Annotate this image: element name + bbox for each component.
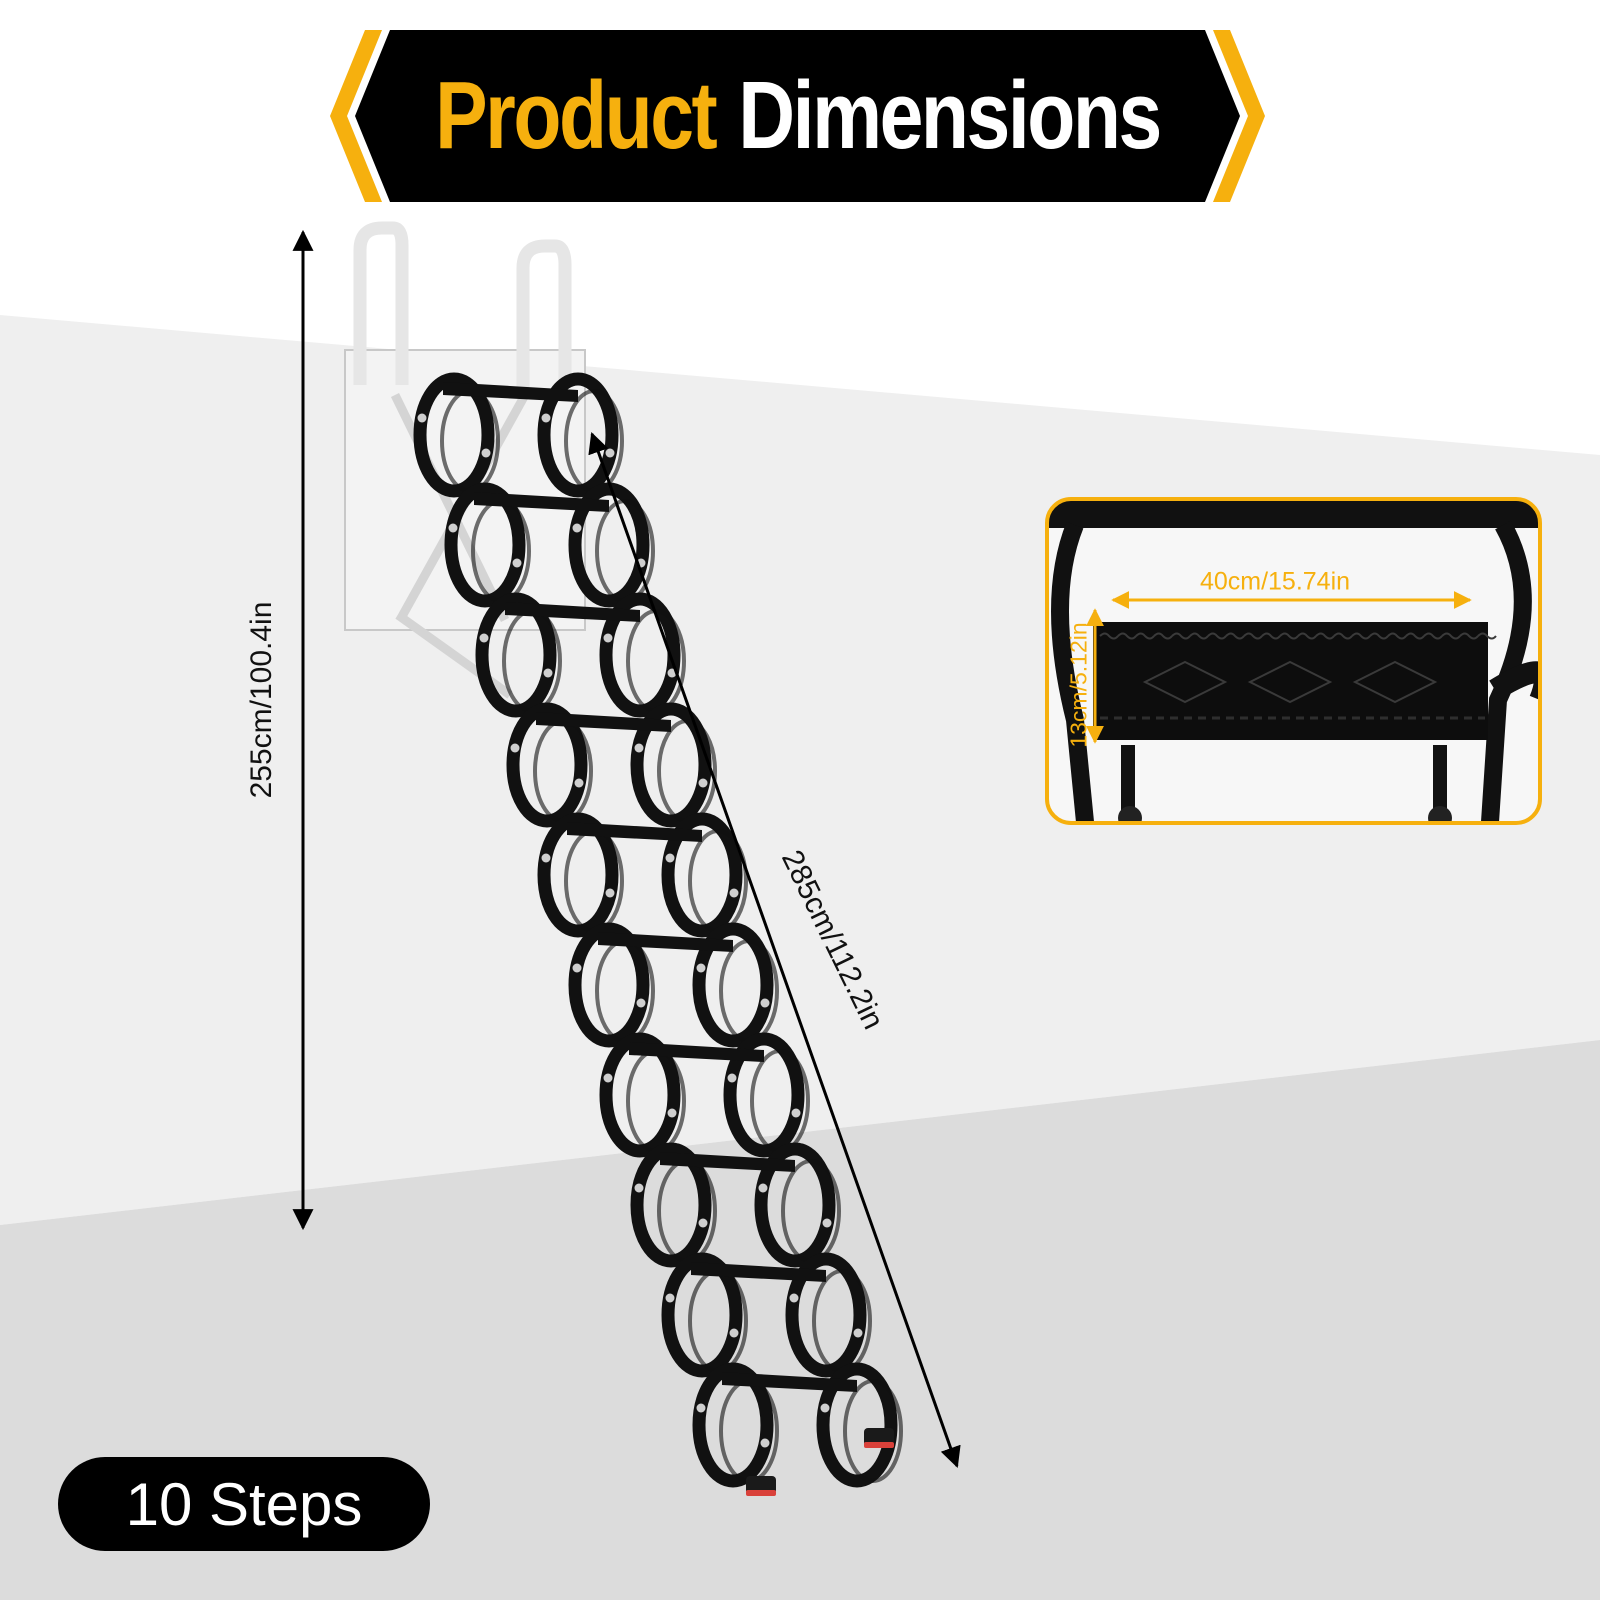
length-dimension-arrow — [588, 432, 961, 1468]
tread-wave — [1279, 632, 1299, 640]
rivet — [729, 1328, 739, 1338]
rivet — [760, 1438, 770, 1448]
ladder-step — [443, 382, 578, 402]
rivet — [758, 1183, 768, 1193]
rivet — [665, 853, 675, 863]
height-dimension-label: 255cm/100.4in — [245, 601, 278, 799]
scissor-link — [413, 372, 495, 498]
tread-wave — [1153, 632, 1173, 640]
tread-wave — [1441, 632, 1461, 640]
rivet — [417, 413, 427, 423]
rivet — [822, 1218, 832, 1228]
tread-wave — [1297, 632, 1317, 640]
tread-wave — [1387, 632, 1407, 640]
rivet — [543, 668, 553, 678]
rivet — [634, 743, 644, 753]
title-word-dimensions: Dimensions — [738, 62, 1162, 169]
title-banner — [330, 30, 1265, 202]
rivet — [698, 778, 708, 788]
ladder-step — [474, 492, 609, 512]
tread-wave — [1189, 632, 1209, 640]
tread-pattern — [1099, 632, 1497, 720]
tread-wave — [1423, 632, 1443, 640]
tread-wave — [1243, 632, 1263, 640]
rivet — [760, 998, 770, 1008]
tread-wave — [1477, 632, 1497, 640]
tread-wave — [1459, 632, 1479, 640]
tread-wave — [1369, 632, 1389, 640]
scissor-link — [444, 482, 526, 608]
tread-wave — [1261, 632, 1281, 640]
rivet — [729, 888, 739, 898]
tread-wave — [1135, 632, 1155, 640]
rivet — [572, 963, 582, 973]
tread-wave — [1351, 632, 1371, 640]
page-title: Product Dimensions — [414, 30, 1181, 202]
rivet — [667, 1108, 677, 1118]
tread-width-label: 40cm/15.74in — [1199, 567, 1351, 596]
title-word-product: Product — [435, 62, 718, 169]
rivet — [696, 1403, 706, 1413]
rivet — [541, 853, 551, 863]
tread-height-label: 13cm/5.12in — [1065, 622, 1092, 748]
rivet — [510, 743, 520, 753]
rivet — [512, 558, 522, 568]
tread-wave — [1117, 632, 1137, 640]
tread-wave — [1225, 632, 1245, 640]
rivet — [479, 633, 489, 643]
steps-badge: 10 Steps — [58, 1457, 430, 1551]
rivet — [634, 1183, 644, 1193]
rivet — [603, 633, 613, 643]
rivet — [791, 1108, 801, 1118]
rivet — [448, 523, 458, 533]
rivet — [820, 1403, 830, 1413]
rivet — [541, 413, 551, 423]
rivet — [789, 1293, 799, 1303]
rivet — [698, 1218, 708, 1228]
tread-wave — [1207, 632, 1227, 640]
rivet — [574, 778, 584, 788]
rivet — [853, 1328, 863, 1338]
scissor-link — [475, 592, 557, 718]
step-detail-inset — [1045, 497, 1542, 825]
tread-diamond — [1142, 660, 1228, 704]
tread-wave — [1171, 632, 1191, 640]
rivet — [481, 448, 491, 458]
rivet — [727, 1073, 737, 1083]
tread-wave — [1333, 632, 1353, 640]
tread-diamond — [1352, 660, 1438, 704]
rivet — [665, 1293, 675, 1303]
rivet — [572, 523, 582, 533]
ladder-foot-pad — [864, 1442, 894, 1448]
rivet — [603, 1073, 613, 1083]
tread-wave — [1405, 632, 1425, 640]
rivet — [605, 448, 615, 458]
rivet — [636, 998, 646, 1008]
rivet — [696, 963, 706, 973]
tread-wave — [1315, 632, 1335, 640]
tread-diamond — [1247, 660, 1333, 704]
rivet — [605, 888, 615, 898]
ladder-foot-pad — [746, 1490, 776, 1496]
scissor-link — [506, 702, 588, 828]
ladder-foot — [746, 1476, 776, 1494]
